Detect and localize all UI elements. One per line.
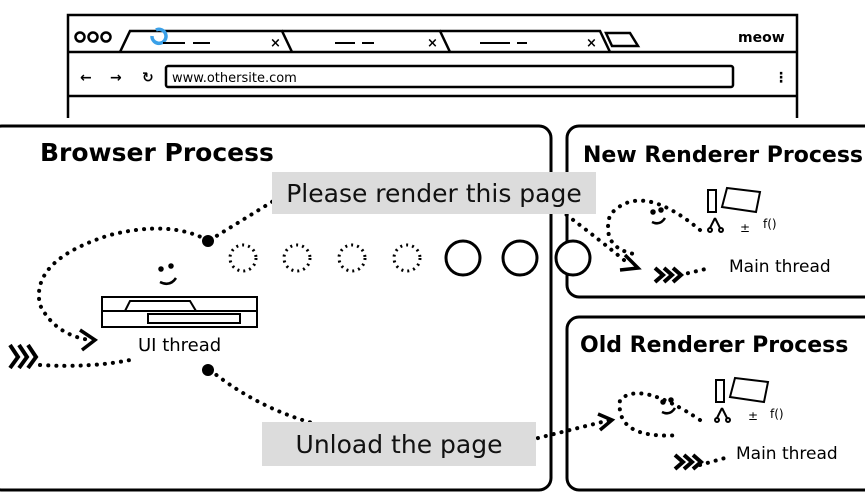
arrowheads <box>79 253 642 432</box>
browser-process-title: Browser Process <box>40 138 274 167</box>
mini-browser-icon <box>101 296 258 328</box>
profile-label: meow <box>738 30 785 46</box>
face-icon <box>158 207 677 415</box>
svg-text:×: × <box>427 36 438 51</box>
svg-text:f(): f() <box>763 217 777 231</box>
browser-window <box>66 13 799 118</box>
renderer-tools-icon <box>707 186 770 423</box>
reload-icon[interactable]: ↻ <box>142 70 154 86</box>
unload-message-label: Unload the page <box>262 422 536 466</box>
svg-text:×: × <box>586 36 597 51</box>
svg-text:±: ± <box>748 409 758 423</box>
old-renderer-box <box>565 315 865 492</box>
tab-close-icons[interactable]: × × × <box>270 36 597 51</box>
svg-text:±: ± <box>740 221 750 235</box>
old-renderer-main-thread-label: Main thread <box>736 444 838 464</box>
menu-icon[interactable]: ⋮ <box>774 70 788 86</box>
flow-lines <box>36 198 727 467</box>
svg-text:×: × <box>270 36 281 51</box>
address-bar[interactable]: www.othersite.com <box>172 71 297 86</box>
loading-spinner-icon <box>150 27 168 46</box>
new-renderer-title: New Renderer Process <box>583 143 864 168</box>
line-end-dots <box>202 235 214 376</box>
forward-icon[interactable]: → <box>110 70 122 86</box>
ui-thread-label: UI thread <box>138 335 222 356</box>
message-circles <box>228 239 592 277</box>
back-icon[interactable]: ← <box>80 70 92 86</box>
thread-chevrons-icon <box>8 266 705 471</box>
render-message-label: Please render this page <box>272 172 596 214</box>
old-renderer-title: Old Renderer Process <box>580 333 849 358</box>
function-symbol-icon: ± f() ± f() <box>740 217 784 423</box>
new-renderer-main-thread-label: Main thread <box>729 257 831 277</box>
svg-text:f(): f() <box>770 407 784 421</box>
browser-process-box <box>0 124 553 492</box>
